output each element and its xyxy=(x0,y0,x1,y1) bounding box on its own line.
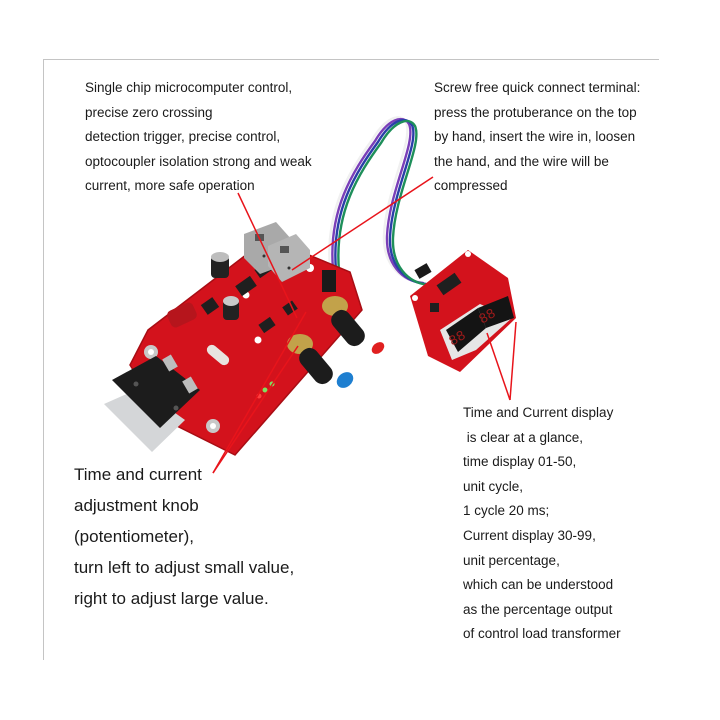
text-line: precise zero crossing xyxy=(85,104,213,120)
text-line: Screw free quick connect terminal: xyxy=(434,80,641,95)
text-line: compressed xyxy=(434,178,508,193)
text-line: by hand, insert the wire in, loosen xyxy=(434,129,636,144)
text-line: detection trigger, precise control, xyxy=(85,129,281,144)
pointer-line-knob-top xyxy=(212,311,307,474)
text-line: current, more safe operation xyxy=(85,178,255,193)
text-line: Single chip microcomputer control, xyxy=(85,80,293,95)
pointer-line-knob-bottom xyxy=(212,345,299,474)
text-line: which can be understood xyxy=(463,577,614,593)
text-line: of control load transformer xyxy=(463,626,621,642)
text-line: press the protuberance on the top xyxy=(434,104,637,120)
frame-left-border xyxy=(43,59,44,660)
pointer-line-display-left xyxy=(486,332,511,401)
text-line: the hand, and the wire will be xyxy=(434,153,609,169)
text-line: right to adjust large value. xyxy=(74,589,269,608)
text-line: Time and Current display xyxy=(463,405,614,420)
display-description: Time and Current display is clear at a g… xyxy=(463,401,621,647)
header-connector xyxy=(322,270,336,292)
knob-description: Time and current adjustment knob (potent… xyxy=(74,459,294,614)
frame-top-border xyxy=(43,59,659,60)
text-line: is clear at a glance, xyxy=(463,429,584,445)
svg-text:88: 88 xyxy=(447,328,470,350)
pointer-line-display-right xyxy=(509,321,517,401)
terminal-description: Screw free quick connect terminal: press… xyxy=(434,76,640,199)
text-line: turn left to adjust small value, xyxy=(74,558,295,577)
main-control-board xyxy=(104,237,363,456)
svg-text:88: 88 xyxy=(477,306,500,328)
ribbon-cable xyxy=(328,116,431,287)
microcomputer-control-description: Single chip microcomputer control, preci… xyxy=(85,76,312,199)
text-line: adjustment knob xyxy=(74,496,199,515)
text-line: (potentiometer), xyxy=(74,527,194,546)
text-line: unit cycle, xyxy=(463,478,524,494)
text-line: Current display 30-99, xyxy=(463,527,596,543)
pointer-line-terminal xyxy=(291,176,434,271)
pointer-line-chip xyxy=(237,192,298,319)
text-line: time display 01-50, xyxy=(463,454,577,470)
led-display-board: 88 88 xyxy=(410,250,516,372)
annotation-pointer-lines xyxy=(212,176,517,474)
text-line: as the percentage output xyxy=(463,601,613,617)
text-line: optocoupler isolation strong and weak xyxy=(85,153,312,169)
text-line: Time and current xyxy=(74,465,202,484)
text-line: unit percentage, xyxy=(463,552,560,568)
time-current-knobs xyxy=(287,296,385,388)
text-line: 1 cycle 20 ms; xyxy=(463,503,550,519)
